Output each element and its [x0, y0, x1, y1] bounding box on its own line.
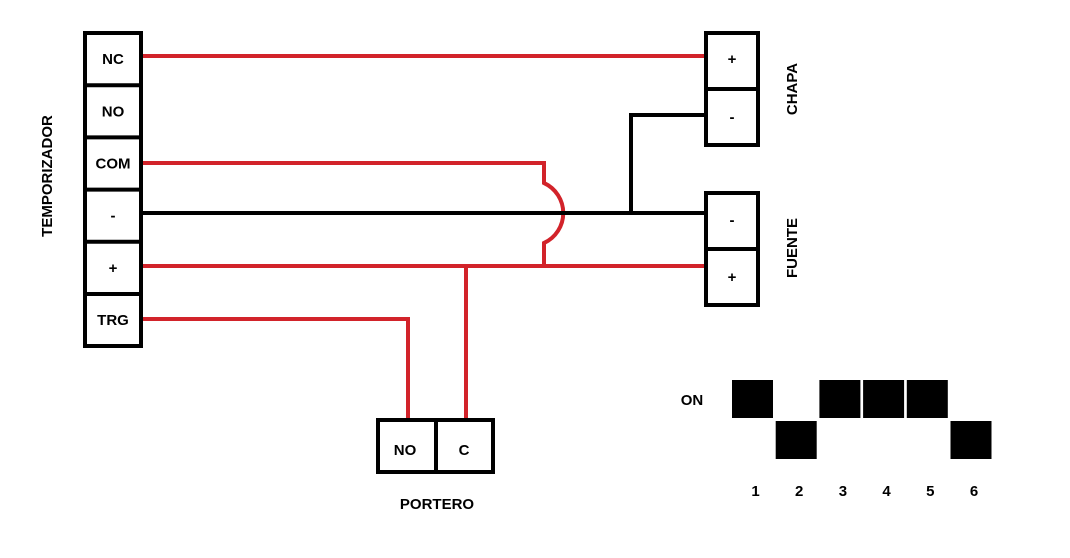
fuente-terminal-plus: +: [728, 269, 737, 286]
dip-number-1: 1: [751, 483, 759, 500]
portero-title: PORTERO: [400, 496, 475, 513]
chapa-terminal-minus: -: [730, 109, 735, 126]
dip-number-4: 4: [882, 483, 891, 500]
portero-terminal-c: C: [459, 442, 470, 459]
wire-chapa-minus-to-bus: [629, 113, 706, 213]
chapa-terminal-plus: +: [728, 51, 737, 68]
dip-switch-2-off: [775, 421, 817, 459]
fuente-block: - + FUENTE: [704, 191, 801, 307]
portero-block: NO C PORTERO: [376, 418, 495, 513]
timer-title: TEMPORIZADOR: [39, 115, 56, 237]
dip-switch-6-off: [950, 421, 992, 459]
fuente-title: FUENTE: [784, 218, 801, 278]
timer-terminal-plus: +: [109, 260, 118, 277]
dip-switch: ON 1 2 3 4 5 6: [681, 380, 992, 500]
timer-terminal-nc: NC: [102, 51, 124, 68]
portero-terminal-no: NO: [394, 442, 417, 459]
timer-terminal-com: COM: [96, 156, 131, 173]
timer-terminal-no: NO: [102, 103, 125, 120]
dip-switch-5-on: [906, 380, 948, 418]
fuente-terminal-minus: -: [730, 212, 735, 229]
timer-terminal-trg: TRG: [97, 312, 129, 329]
timer-terminal-minus: -: [111, 208, 116, 225]
wire-trg-to-portero-no: [142, 317, 410, 422]
dip-number-6: 6: [970, 483, 978, 500]
dip-switch-4-on: [863, 380, 905, 418]
dip-number-2: 2: [795, 483, 803, 500]
dip-on-label: ON: [681, 392, 704, 409]
dip-switch-3-on: [819, 380, 861, 418]
dip-number-5: 5: [926, 483, 934, 500]
dip-switch-1-on: [732, 380, 773, 418]
timer-block: TEMPORIZADOR NC NO COM - + TRG: [39, 31, 143, 348]
wire-com-to-fuente-plus: [142, 161, 566, 266]
chapa-block: + - CHAPA: [704, 31, 801, 147]
chapa-title: CHAPA: [784, 63, 801, 115]
wires: [142, 54, 706, 422]
dip-number-3: 3: [839, 483, 847, 500]
